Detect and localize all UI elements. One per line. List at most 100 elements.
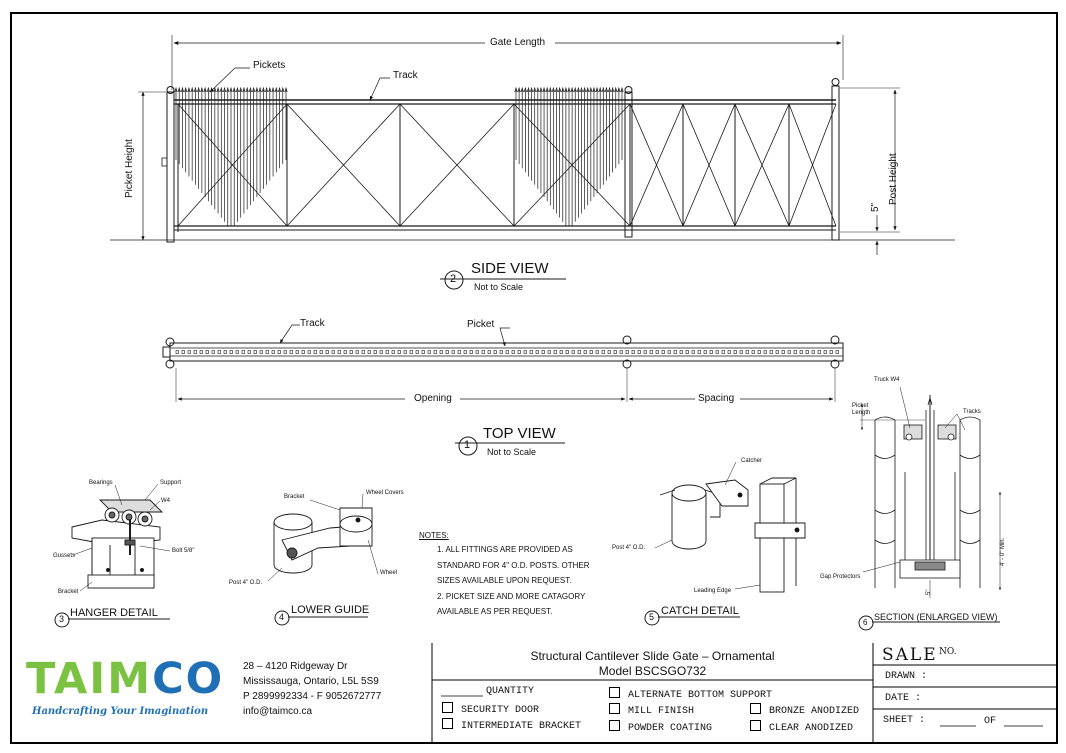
checkbox[interactable] — [609, 703, 620, 714]
option-label: BRONZE ANODIZED — [769, 706, 860, 717]
post-label-catch: Post 4" O.D. — [612, 545, 646, 551]
picket-tip — [184, 86, 188, 93]
picket-section — [517, 350, 521, 354]
picket-section — [355, 350, 359, 354]
of-label: OF — [984, 716, 997, 727]
option-intermediate-bracket[interactable]: INTERMEDIATE BRACKET — [442, 718, 581, 732]
picket-section — [397, 350, 401, 354]
picket-tip — [226, 86, 230, 93]
picket-section — [487, 350, 491, 354]
notes-heading: NOTES: — [419, 531, 449, 540]
side-view-subtitle: Not to Scale — [474, 282, 524, 292]
picket-tip — [551, 86, 555, 93]
picket-section — [817, 350, 821, 354]
picket-section — [541, 350, 545, 354]
option-mill-finish[interactable]: MILL FINISH — [609, 703, 694, 717]
min-label: 4' - 0" Min. — [1000, 537, 1006, 566]
picket-section — [523, 350, 527, 354]
picket-section — [799, 350, 803, 354]
picket-tip — [561, 86, 565, 93]
bolt-label: Bolt 5/8" — [172, 548, 195, 554]
picket-section — [433, 350, 437, 354]
picket-section — [409, 350, 413, 354]
checkbox[interactable] — [750, 703, 761, 714]
spacing-label: Spacing — [698, 393, 735, 404]
picket-tip — [586, 86, 590, 93]
option-clear-anodized[interactable]: CLEAR ANODIZED — [750, 720, 853, 734]
option-alternate-bottom-support[interactable]: ALTERNATE BOTTOM SUPPORT — [609, 687, 772, 701]
option-powder-coating[interactable]: POWDER COATING — [609, 720, 712, 734]
notes-line-3: SIZES AVAILABLE UPON REQUEST. — [437, 576, 572, 585]
picket-section — [595, 350, 599, 354]
picket-section — [835, 350, 839, 354]
checkbox[interactable] — [442, 718, 453, 729]
picket-section — [175, 350, 179, 354]
picket-section — [625, 350, 629, 354]
picket-section — [439, 350, 443, 354]
picket-section — [361, 350, 365, 354]
checkbox[interactable] — [750, 720, 761, 731]
picket-tip — [219, 86, 223, 93]
picket-section — [673, 350, 677, 354]
picket-section — [295, 350, 299, 354]
hanger-detail-title: HANGER DETAIL — [70, 607, 158, 619]
title-block-grid — [431, 643, 1057, 743]
option-bronze-anodized[interactable]: BRONZE ANODIZED — [750, 703, 859, 717]
picket-tip — [255, 86, 259, 93]
picket-section — [337, 350, 341, 354]
gate-length-label: Gate Length — [490, 37, 546, 48]
picket-section — [751, 350, 755, 354]
picket-tip — [180, 86, 185, 93]
picket-section — [469, 350, 473, 354]
five-inch-label-section: 5" — [926, 589, 932, 595]
option-security-door[interactable]: SECURITY DOOR — [442, 702, 539, 716]
checkbox[interactable] — [609, 687, 620, 698]
phone-fax: P 2899992334 - F 9052672777 — [243, 691, 382, 702]
gussets-label: Gussets — [53, 553, 76, 559]
catch-number: 5 — [649, 612, 655, 622]
notes-line-4: 2. PICKET SIZE AND MORE CATAGORY — [437, 592, 586, 601]
picket-section — [589, 350, 593, 354]
picket-tip — [203, 86, 207, 93]
top-view-title: TOP VIEW — [483, 425, 556, 442]
picket-section — [259, 350, 263, 354]
picket-section — [679, 350, 683, 354]
picket-section — [535, 350, 539, 354]
picket-section — [499, 350, 503, 354]
picket-section — [247, 350, 251, 354]
picket-tip — [533, 86, 537, 93]
picket-section — [427, 350, 431, 354]
checkbox[interactable] — [442, 702, 453, 713]
section-number: 6 — [863, 618, 868, 627]
picket-section — [697, 350, 701, 354]
checkbox[interactable] — [609, 720, 620, 731]
picket-section — [217, 350, 221, 354]
picket-section — [781, 350, 785, 354]
picket-section — [415, 350, 419, 354]
address-line-2: Mississauga, Ontario, L5L 5S9 — [243, 676, 379, 687]
picket-tip — [261, 86, 265, 93]
picket-tip — [567, 86, 571, 93]
tracks-label: Tracks — [963, 409, 981, 415]
picket-tip — [239, 86, 243, 93]
picket-section — [481, 350, 485, 354]
notes-line-5: AVAILABLE AS PER REQUEST. — [437, 607, 553, 616]
picket-section — [685, 350, 689, 354]
picket-section — [721, 350, 725, 354]
hanger-number: 3 — [59, 614, 65, 624]
picket-tip — [589, 86, 593, 93]
picket-tip — [558, 86, 562, 93]
email-link[interactable]: info@taimco.ca — [243, 706, 313, 717]
picket-tip — [598, 86, 602, 93]
picket-tip — [265, 86, 269, 93]
picket-section — [769, 350, 773, 354]
picket-tip — [595, 86, 599, 93]
picket-section — [559, 350, 563, 354]
post-label-guide: Post 4" O.D. — [229, 580, 263, 586]
gap-protectors-label: Gap Protectors — [820, 574, 861, 580]
lower-guide-number: 4 — [279, 612, 285, 622]
picket-section — [715, 350, 719, 354]
picket-tip — [248, 86, 252, 93]
picket-section — [463, 350, 467, 354]
